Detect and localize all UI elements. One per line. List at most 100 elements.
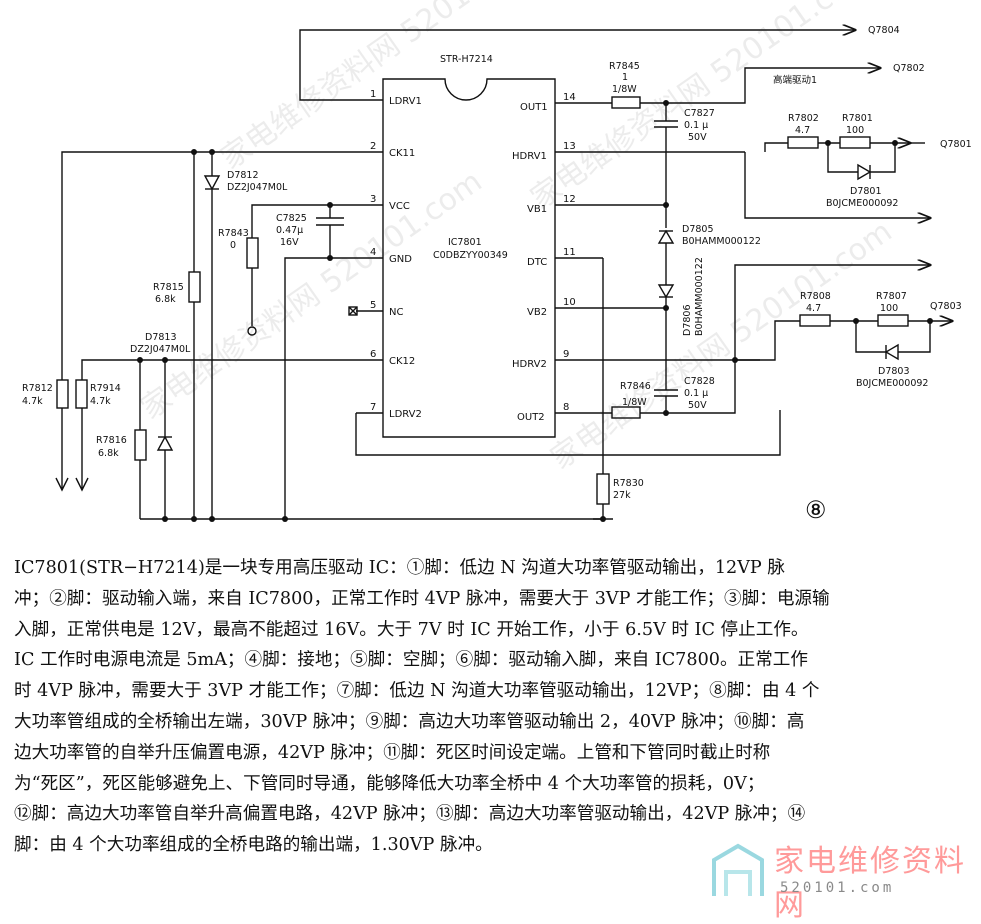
pin-name: DTC (527, 257, 547, 268)
c7828-voltage: 50V (688, 400, 707, 411)
schematic-diagram: 家电维修资料网 520101.com 家电维修资料网 520101.com 家电… (22, 0, 972, 524)
output-q7803: Q7803 (930, 301, 962, 312)
d7803-ref: D7803 (878, 366, 910, 377)
d7806-code: B0HAMM000122 (694, 257, 705, 336)
d7805-ref: D7805 (682, 224, 714, 235)
pin-number: 2 (370, 141, 376, 152)
pin-number: 7 (370, 402, 376, 413)
description-line: 入脚，正常供电是 12V，最高不能超过 16V。大于 7V 时 IC 开始工作，… (14, 619, 809, 640)
pin-name: LDRV1 (389, 96, 422, 107)
site-logo: 家电维修资料网 520101.com (702, 832, 977, 923)
pin-name: VB1 (527, 204, 547, 215)
r7815-ref: R7815 (153, 282, 184, 293)
logo-url: 520101.com (780, 880, 895, 896)
ic-code-label: C0DBZYY00349 (433, 250, 508, 261)
d7813-ref: D7813 (145, 332, 177, 343)
pin-number: 4 (370, 247, 376, 258)
r7807-value: 100 (880, 303, 898, 314)
description-line: IC7801(STR−H7214)是一块专用高压驱动 IC：①脚：低边 N 沟道… (14, 558, 785, 578)
r7808-value: 4.7 (806, 303, 821, 314)
c7825-voltage: 16V (280, 237, 299, 248)
description-line: 时 4VP 脉冲，需要大于 3VP 才能工作；⑦脚：低边 N 沟道大功率管驱动输… (14, 681, 820, 702)
pin-name: CK12 (389, 356, 415, 367)
d7813-code: DZ2J047M0L (130, 344, 191, 355)
pin-number: 6 (370, 349, 376, 360)
c7827-voltage: 50V (688, 132, 707, 143)
logo-mark-icon (712, 843, 764, 896)
pin-number: 14 (563, 92, 576, 103)
d7812-code: DZ2J047M0L (227, 182, 288, 193)
r7802-value: 4.7 (795, 125, 810, 136)
pin-number: 13 (563, 141, 576, 152)
d7812-ref: D7812 (227, 170, 259, 181)
junction-dots (137, 100, 933, 522)
r7914-value: 4.7k (90, 396, 111, 407)
pin-number: 5 (370, 300, 376, 311)
r7816-value: 6.8k (98, 448, 119, 459)
ic-part-label: STR-H7214 (440, 54, 493, 65)
pin-number: 10 (563, 297, 576, 308)
description-line: 大功率管组成的全桥输出左端，30VP 脉冲；⑨脚：高边大功率管驱动输出 2，40… (14, 711, 805, 732)
r7846-ref: R7846 (620, 381, 651, 392)
r7812-value: 4.7k (22, 396, 43, 407)
pin-name: HDRV1 (512, 151, 547, 162)
pin-number: 8 (563, 402, 569, 413)
r7846-watt: 1/8W (622, 397, 647, 408)
description-line: 冲；②脚：驱动输入端，来自 IC7800，正常工作时 4VP 脉冲，需要大于 3… (14, 588, 830, 609)
pin-name: OUT1 (520, 102, 548, 113)
c7827-ref: C7827 (684, 108, 715, 119)
r7812-ref: R7812 (22, 383, 53, 394)
c7827-value: 0.1 μ (684, 120, 708, 131)
d7801-ref: D7801 (850, 186, 882, 197)
d7801-code: B0JCME000092 (826, 198, 898, 209)
pin-name: GND (389, 254, 412, 265)
description-text: IC7801(STR−H7214)是一块专用高压驱动 IC：①脚：低边 N 沟道… (14, 553, 972, 861)
pin-name: OUT2 (517, 412, 545, 423)
description-line: 边大功率管的自举升压偏置电源，42VP 脉冲；⑪脚：死区时间设定端。上管和下管同… (14, 742, 771, 763)
pin-number: 9 (563, 349, 569, 360)
description-line: IC 工作时电源电流是 5mA；④脚：接地；⑤脚：空脚；⑥脚：驱动输入脚，来自 … (14, 650, 808, 671)
r7815-value: 6.8k (155, 294, 176, 305)
pin-name: VB2 (527, 307, 547, 318)
svg-text:家电维修资料网 520101.com: 家电维修资料网 520101.com (545, 214, 899, 477)
pin-number: 3 (370, 194, 376, 205)
r7830-value: 27k (613, 490, 631, 501)
r7843-ref: R7843 (218, 228, 249, 239)
logo-text: 家电维修资料网 (774, 844, 966, 923)
ic-body (382, 78, 556, 438)
description-line: 脚：由 4 个大功率组成的全桥电路的输出端，1.30VP 脉冲。 (14, 835, 493, 856)
pin-name: LDRV2 (389, 409, 422, 420)
r7808-ref: R7808 (800, 291, 831, 302)
r7802-ref: R7802 (788, 113, 819, 124)
description-line: 为“死区”，死区能够避免上、下管同时导通，能够降低大功率全桥中 4 个大功率管的… (14, 773, 765, 794)
r7914-ref: R7914 (90, 383, 121, 394)
r7801-ref: R7801 (842, 113, 873, 124)
output-q7801: Q7801 (940, 139, 972, 150)
pin-name: CK11 (389, 148, 415, 159)
pin-name: NC (389, 307, 403, 318)
figure-number: ⑧ (805, 496, 827, 524)
pin-number: 11 (563, 247, 576, 258)
r7845-value: 1 (622, 72, 628, 83)
c7828-ref: C7828 (684, 376, 715, 387)
r7816-ref: R7816 (96, 435, 127, 446)
output-q7804: Q7804 (868, 25, 900, 36)
pin-number: 12 (563, 194, 576, 205)
r7807-ref: R7807 (876, 291, 907, 302)
c7825-ref: C7825 (276, 213, 307, 224)
r7843-value: 0 (230, 240, 236, 251)
pin-number: 1 (370, 89, 376, 100)
ic-ref-label: IC7801 (448, 237, 482, 248)
r7845-watt: 1/8W (612, 84, 637, 95)
description-line: ⑫脚：高边大功率管自举升高偏置电路，42VP 脉冲；⑬脚：高边大功率管驱动输出，… (14, 804, 806, 825)
output-q7802: Q7802 (893, 63, 925, 74)
d7806-ref: D7806 (682, 305, 693, 337)
pin-name: HDRV2 (512, 359, 547, 370)
c7825-value: 0.47μ (276, 225, 303, 236)
r7801-value: 100 (846, 125, 864, 136)
r7830-ref: R7830 (613, 478, 644, 489)
high-drive-label: 高端驱动1 (773, 74, 817, 86)
c7828-value: 0.1 μ (684, 388, 708, 399)
r7845-ref: R7845 (609, 61, 640, 72)
svg-text:家电维修资料网 520101.com: 家电维修资料网 520101.com (135, 164, 489, 427)
